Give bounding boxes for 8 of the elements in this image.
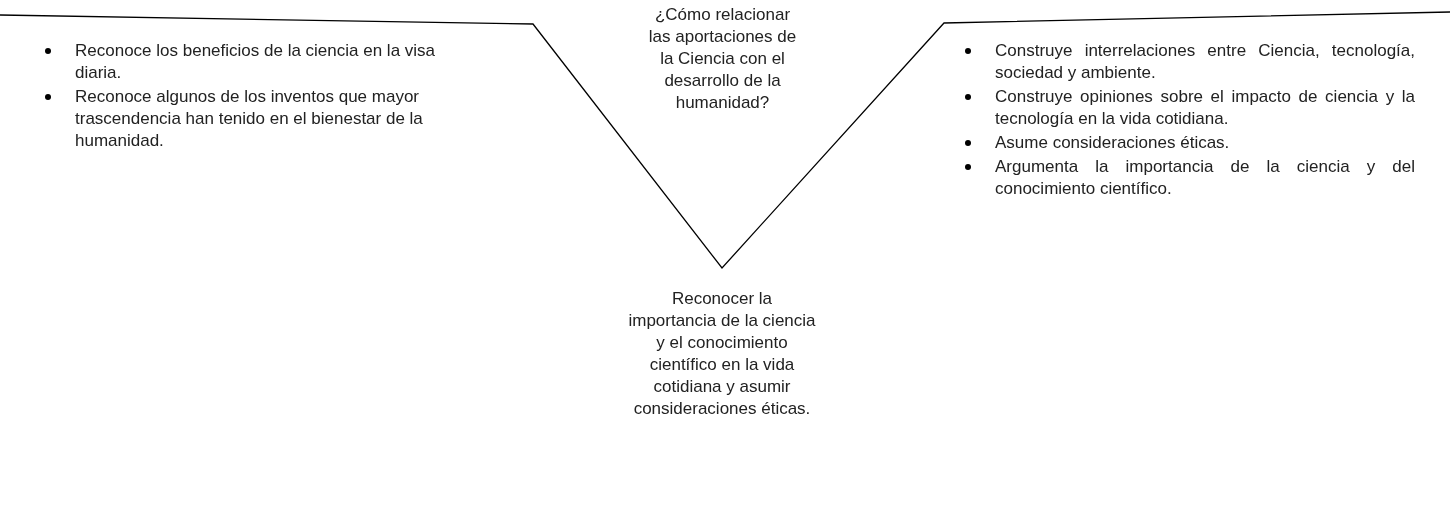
bullet-item: Reconoce los beneficios de la ciencia en la visa diaria.	[35, 40, 475, 84]
bullet-item: Asume consideraciones éticas.	[955, 132, 1415, 154]
objective-text: Reconocer la importancia de la ciencia y el conocimiento científico en la vida cotidiana y asumir consideraciones éticas.	[627, 288, 817, 420]
bullet-item: Construye interrelaciones entre Ciencia, tecnología, sociedad y ambiente.	[955, 40, 1415, 84]
question-text: ¿Cómo relacionar las aportaciones de la Ciencia con el desarrollo de la humanidad?	[647, 4, 798, 114]
bullet-item: Argumenta la importancia de la ciencia y del conocimiento científico.	[955, 156, 1415, 200]
bullet-item: Reconoce algunos de los inventos que mayor trascendencia han tenido en el bienestar de la humanidad.	[35, 86, 475, 152]
bullet-item: Construye opiniones sobre el impacto de ciencia y la tecnología en la vida cotidiana.	[955, 86, 1415, 130]
